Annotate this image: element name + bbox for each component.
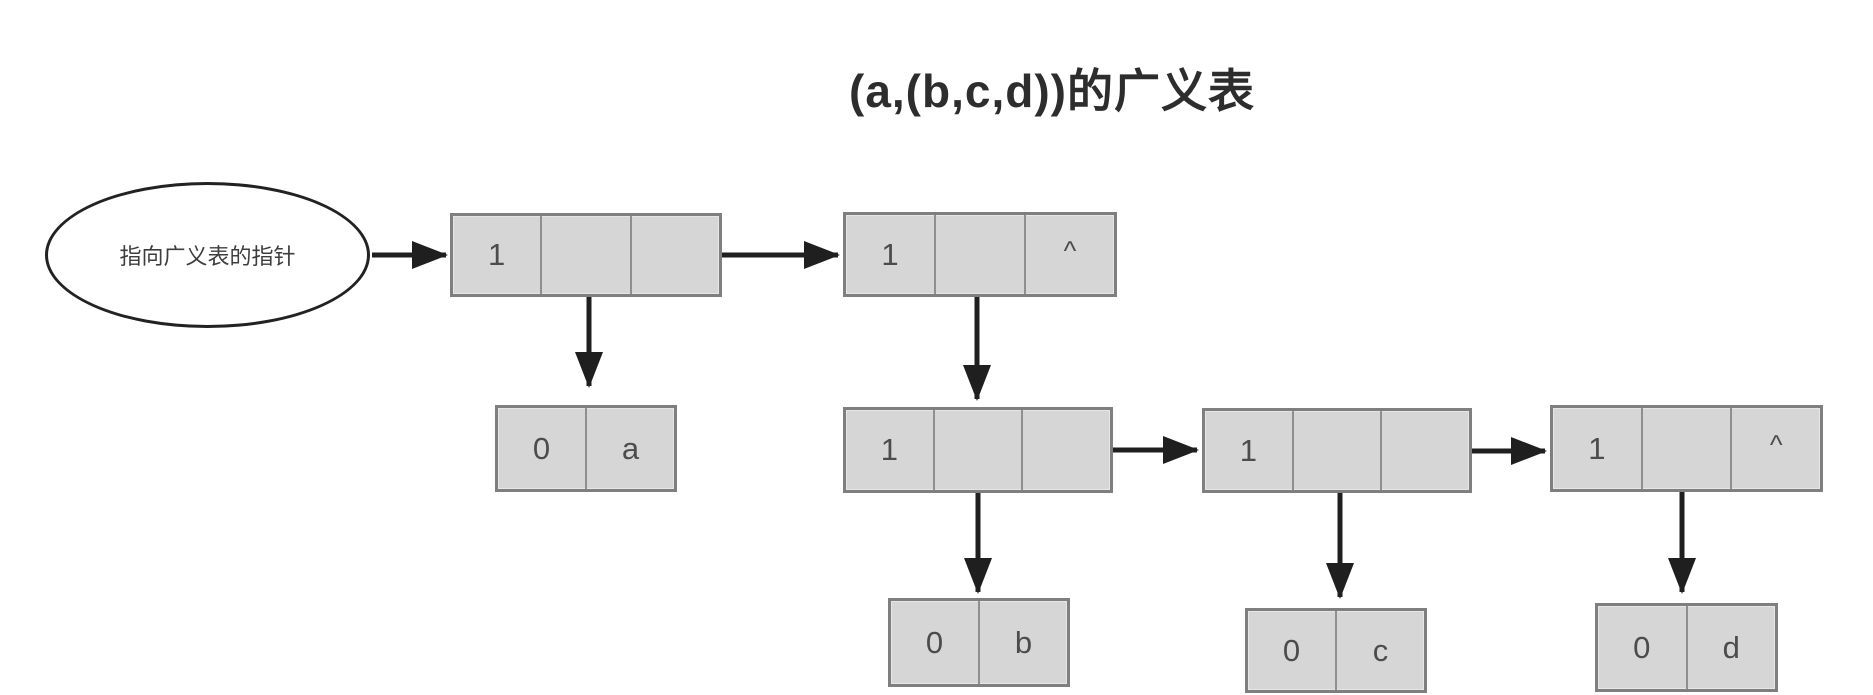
cell-atom: c: [1335, 611, 1424, 690]
cell-tag: 0: [1282, 632, 1301, 668]
cell-tag: 1: [488, 237, 506, 272]
cell-tp: [629, 216, 719, 294]
cell-atom: d: [1685, 606, 1776, 689]
cell-hp: [1291, 411, 1381, 490]
cell-tag: 1: [880, 432, 898, 467]
pointer-label: 指向广义表的指针: [119, 244, 296, 269]
cell-tag: 0: [532, 430, 551, 466]
cell-tp-null: ^: [1024, 215, 1114, 294]
cell-atom: a: [585, 408, 674, 489]
cell-tp-null: ^: [1730, 408, 1820, 489]
diagram-title: (a,(b,c,d))的广义表: [849, 65, 1255, 117]
cell-hp: [1640, 408, 1731, 489]
cell-tp: [1380, 411, 1469, 490]
node-sublist-2: 1: [1202, 408, 1472, 493]
node-sublist-3: 1 ^: [1550, 405, 1823, 492]
cell-hp: [932, 410, 1022, 490]
node-atom-b: 0 b: [888, 598, 1070, 687]
node-sublist-head: 1 ^: [843, 212, 1117, 297]
cell-hp: [540, 216, 629, 294]
node-atom-c: 0 c: [1245, 608, 1427, 693]
cell-tag: 0: [1633, 629, 1651, 665]
cell-hp: [934, 215, 1024, 294]
pointer-ellipse: 指向广义表的指针: [45, 182, 370, 328]
cell-tag: 1: [1588, 430, 1606, 466]
cell-tp: [1021, 410, 1110, 490]
cell-tag: 0: [925, 624, 944, 660]
cell-atom: b: [978, 601, 1067, 684]
cell-tag: 1: [881, 236, 899, 272]
node-sublist-1: 1: [843, 407, 1113, 493]
cell-tag: 1: [1239, 432, 1257, 468]
node-atom-d: 0 d: [1595, 603, 1778, 692]
node-atom-a: 0 a: [495, 405, 677, 492]
node-list-head: 1: [450, 213, 722, 297]
